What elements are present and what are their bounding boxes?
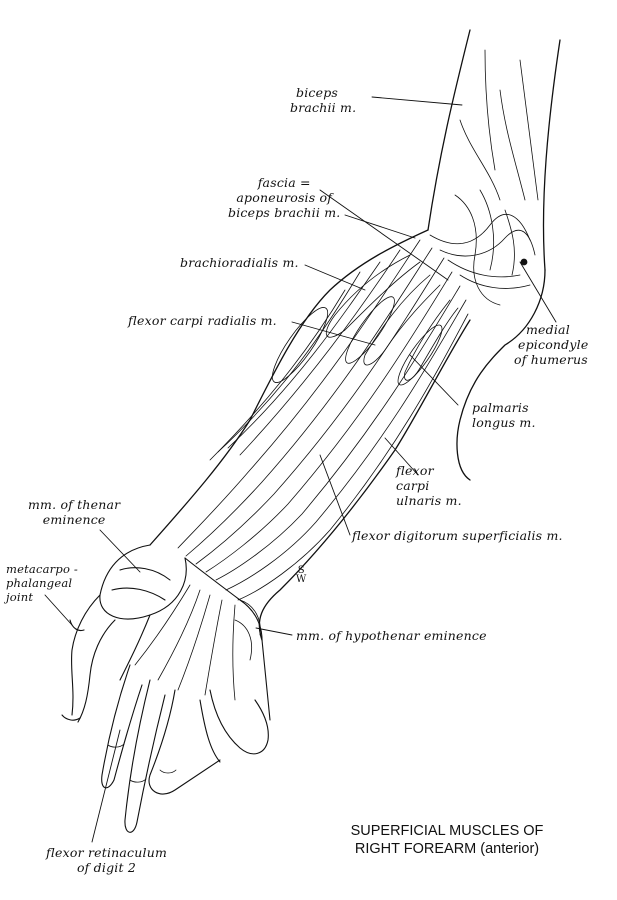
label-fascia-line1: fascia = <box>257 175 311 190</box>
leader-palmaris <box>409 354 459 406</box>
label-hypothenar: mm. of hypothenar eminence <box>296 628 487 643</box>
label-retinaculum: flexor retinaculum of digit 2 <box>46 845 167 875</box>
leader-medial-epicondyle <box>519 261 557 323</box>
leader-flexor-carpi-ulnaris <box>384 437 419 476</box>
label-fascia-line3: biceps brachii m. <box>228 205 341 220</box>
hand-drawing <box>61 544 271 833</box>
leader-flexor-carpi-radialis <box>291 321 376 346</box>
artist-signature: S W <box>296 565 307 585</box>
label-brachioradialis-text: brachioradialis m. <box>180 255 299 270</box>
label-medial-line3: of humerus <box>514 352 588 367</box>
label-brachioradialis: brachioradialis m. <box>180 255 299 270</box>
label-medial-line1: medial <box>526 322 570 337</box>
label-flexor-carpi-radialis: flexor carpi radialis m. <box>128 313 277 328</box>
leader-thenar <box>99 529 141 573</box>
label-palmaris-line1: palmaris <box>472 400 529 415</box>
elbow-fascia <box>429 49 539 306</box>
label-thenar-line2: eminence <box>42 512 106 527</box>
label-flexor-carpi-ulnaris: flexor carpi ulnaris m. <box>396 463 462 508</box>
label-metacarpo: metacarpo - phalangeal joint <box>6 562 78 604</box>
figure-title-line1: SUPERFICIAL MUSCLES OF <box>350 823 544 839</box>
leader-fascia-b <box>344 214 416 239</box>
label-medial-epicondyle: medial epicondyle of humerus <box>514 322 588 367</box>
label-medial-line2: epicondyle <box>518 337 589 352</box>
arm-outline <box>149 29 561 641</box>
label-retinaculum-line1: flexor retinaculum <box>46 845 167 860</box>
leader-brachioradialis <box>304 264 366 291</box>
signature-line2: W <box>296 574 307 585</box>
label-thenar-line1: mm. of thenar <box>28 497 121 512</box>
label-flexor-digitorum-text: flexor digitorum superficialis m. <box>352 528 563 543</box>
signature-line1: S <box>297 565 305 576</box>
label-biceps-line1: biceps <box>296 85 339 100</box>
label-fcu-line2: carpi <box>396 478 430 493</box>
label-hypothenar-text: mm. of hypothenar eminence <box>296 628 487 643</box>
leader-biceps <box>371 96 463 106</box>
label-metacarpo-line1: metacarpo - <box>6 562 79 576</box>
label-fascia-line2: aponeurosis of <box>236 190 333 205</box>
label-palmaris-line2: longus m. <box>472 415 536 430</box>
label-flexor-carpi-radialis-text: flexor carpi radialis m. <box>128 313 277 328</box>
label-metacarpo-line2: phalangeal <box>6 576 73 590</box>
label-biceps: biceps brachii m. <box>290 85 356 115</box>
forearm-muscle-lines <box>177 239 469 601</box>
label-fcu-line1: flexor <box>396 463 434 478</box>
label-palmaris-longus: palmaris longus m. <box>472 400 536 430</box>
leader-metacarpo <box>44 594 73 626</box>
label-biceps-line2: brachii m. <box>290 100 357 115</box>
label-metacarpo-line3: joint <box>6 590 34 604</box>
leader-hypothenar <box>255 627 293 636</box>
leader-flexor-digitorum <box>319 454 351 536</box>
label-retinaculum-line2: of digit 2 <box>76 860 137 875</box>
figure-title: SUPERFICIAL MUSCLES OF RIGHT FOREARM (an… <box>312 822 582 858</box>
label-thenar: mm. of thenar eminence <box>28 497 120 527</box>
label-fascia: fascia = aponeurosis of biceps brachii m… <box>228 175 340 220</box>
label-flexor-digitorum: flexor digitorum superficialis m. <box>352 528 563 543</box>
leader-fascia-a <box>319 189 449 281</box>
figure-title-line2: RIGHT FOREARM (anterior) <box>354 841 540 857</box>
leader-lines <box>44 96 557 843</box>
label-fcu-line3: ulnaris m. <box>396 493 462 508</box>
leader-retinaculum <box>91 729 121 843</box>
